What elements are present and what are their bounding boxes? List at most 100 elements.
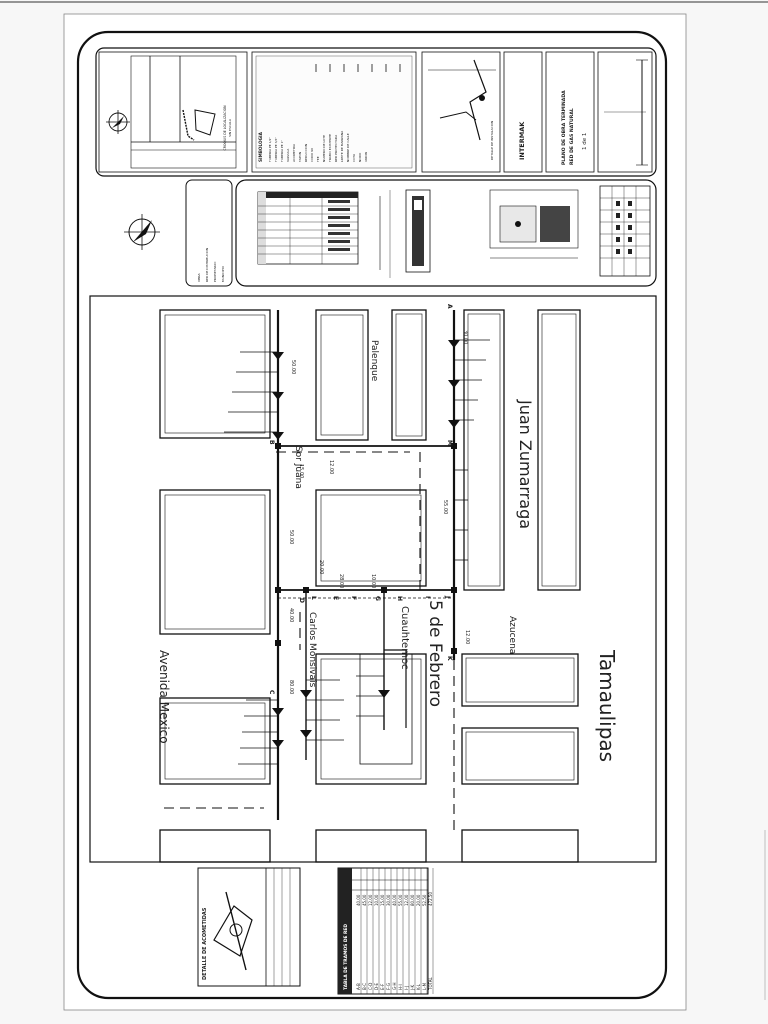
svg-text:SIN ESCALA: SIN ESCALA: [228, 118, 232, 137]
node-label: L: [310, 596, 317, 600]
dim-label: 40.00: [288, 608, 294, 622]
valve-markers: [272, 340, 460, 748]
scale-panel: [597, 51, 653, 173]
acometidas-detail: DETALLE DE ACOMETIDAS: [197, 867, 301, 987]
street-label: 5 de Febrero: [425, 600, 445, 707]
pavement-section-detail: [489, 189, 579, 259]
block: [315, 829, 427, 863]
node-label: J: [444, 595, 451, 598]
dim-label: 80.00: [288, 680, 294, 694]
svg-text:TEE: TEE: [316, 156, 320, 163]
node-label: A: [446, 304, 453, 309]
tramo-segment: F-G: [386, 983, 391, 990]
street-label: Tamaulipas: [595, 649, 619, 762]
svg-text:LIMITE DE MANZANA: LIMITE DE MANZANA: [340, 130, 344, 162]
dim-label: 12.00: [464, 630, 470, 644]
block: [315, 309, 369, 441]
svg-text:TAPON: TAPON: [298, 152, 302, 163]
tramo-length: 15.00: [380, 894, 385, 906]
block: [461, 829, 579, 863]
tramo-segment: K-L: [416, 983, 421, 990]
block: [359, 653, 413, 765]
svg-text:DETALLE DE INSTALACION: DETALLE DE INSTALACION: [490, 121, 494, 160]
trench-section-detail: [379, 189, 431, 278]
node-label: C: [268, 690, 275, 695]
symbology-legend: SIMBOLOGIA TUBERIA PE 1/2" TUBERIA PE 3/…: [251, 51, 417, 173]
tramo-table: TABLA DE TRAMOS DE RED A-B40.00B-C45.00C…: [337, 867, 434, 995]
svg-text:MUNICIPIO: MUNICIPIO: [221, 265, 225, 282]
dim-label: 28.00: [338, 574, 344, 588]
compass-icon: [124, 214, 160, 250]
svg-text:NOMBRE DE CALLE: NOMBRE DE CALLE: [346, 133, 350, 162]
street-label: Azucena: [507, 616, 517, 654]
tramo-segment: J-K: [410, 985, 415, 991]
svg-text:REDUCCION: REDUCCION: [304, 144, 308, 162]
bottom-tables: DETALLE DE ACOMETIDAS TABLA DE TRAMOS DE…: [197, 867, 434, 995]
city-blocks: [159, 309, 581, 863]
block: [391, 309, 427, 441]
tramo-length: 472.50: [428, 892, 433, 906]
tramo-segment: L-M: [422, 982, 427, 990]
svg-text:TUBERIA PE 1/2": TUBERIA PE 1/2": [268, 137, 272, 163]
tramo-segment: C-D: [368, 983, 373, 990]
street-label: Avenida Mexico: [157, 650, 171, 744]
node-label: D: [298, 598, 305, 603]
dim-label: 15.00: [298, 464, 304, 478]
tramo-segment: I-J: [404, 986, 409, 990]
dim-label: 30.00: [462, 330, 468, 344]
node-label: I: [424, 596, 431, 598]
node-label: G: [374, 596, 381, 601]
street-label: Sor Juana: [293, 446, 303, 489]
detail-panel: DETALLE DE INSTALACION: [421, 51, 501, 173]
tramo-rows: A-B40.00B-C45.00C-D12.00D-E10.00E-F15.00…: [356, 868, 434, 994]
svg-text:CROQUIS DE LOCALIZACION: CROQUIS DE LOCALIZACION: [223, 105, 227, 151]
node-label: B: [268, 440, 275, 445]
node-label: H: [396, 596, 403, 601]
north-arrow-icon: [106, 110, 130, 134]
block: [315, 489, 427, 587]
tramo-segment: E-F: [380, 983, 385, 990]
street-names: Juan Zumarraga Tamaulipas 5 de Febrero C…: [157, 340, 619, 762]
dim-label: 55.00: [442, 500, 448, 514]
tramo-title: TABLA DE TRAMOS DE RED: [343, 924, 349, 990]
tramo-length: 30.00: [386, 894, 391, 906]
tramo-length: 40.00: [356, 894, 361, 906]
tramo-length: 20.00: [416, 894, 421, 906]
dim-label: 10.00: [370, 574, 376, 588]
svg-text:TUBERIA PE 1": TUBERIA PE 1": [280, 139, 284, 163]
block: [463, 309, 505, 591]
svg-text:NUMERO DE LOTE: NUMERO DE LOTE: [322, 135, 326, 162]
street-label: Cuauhtemoc: [399, 606, 410, 670]
svg-text:UNION: UNION: [364, 152, 368, 162]
svg-text:RED PROYECTADA: RED PROYECTADA: [334, 134, 338, 162]
tramo-segment: H-I: [398, 984, 403, 990]
svg-text:OBRA:: OBRA:: [197, 273, 201, 282]
block: [159, 309, 271, 439]
svg-text:COTA: COTA: [352, 153, 356, 162]
tramo-length: 45.00: [362, 894, 367, 906]
dimension-labels: 30.00 50.00 15.00 50.00 40.00 55.00 12.0…: [288, 330, 470, 694]
block: [159, 489, 271, 635]
block: [159, 697, 271, 785]
svg-text:RED DE DISTRIBUCION: RED DE DISTRIBUCION: [205, 248, 209, 282]
svg-text:TUBERIA PE 3/4": TUBERIA PE 3/4": [274, 137, 278, 163]
tramo-length: 55.00: [398, 894, 403, 906]
tramo-segment: A-B: [356, 983, 361, 990]
node-label: E: [332, 596, 339, 600]
block: [159, 829, 271, 863]
block: [461, 727, 579, 785]
node-label: K: [446, 656, 453, 661]
tramo-segment: D-E: [374, 982, 379, 990]
revision-grid: [599, 185, 651, 277]
cover-line-2: RED DE GAS NATURAL: [569, 108, 575, 165]
pipe-spec-table: [257, 191, 359, 265]
cover-panel: PLANO DE OBRA TERMINADA RED DE GAS NATUR…: [545, 51, 595, 173]
street-label: Carlos Monsivais: [307, 612, 317, 688]
tramo-segment: TOTAL: [428, 977, 433, 991]
svg-text:ACOMETIDA: ACOMETIDA: [292, 143, 296, 162]
svg-text:CODO 90: CODO 90: [310, 148, 314, 162]
tramo-length: 10.00: [374, 894, 379, 906]
svg-text:VALVULA: VALVULA: [286, 148, 290, 162]
location-map: CROQUIS DE LOCALIZACION SIN ESCALA: [98, 51, 248, 173]
